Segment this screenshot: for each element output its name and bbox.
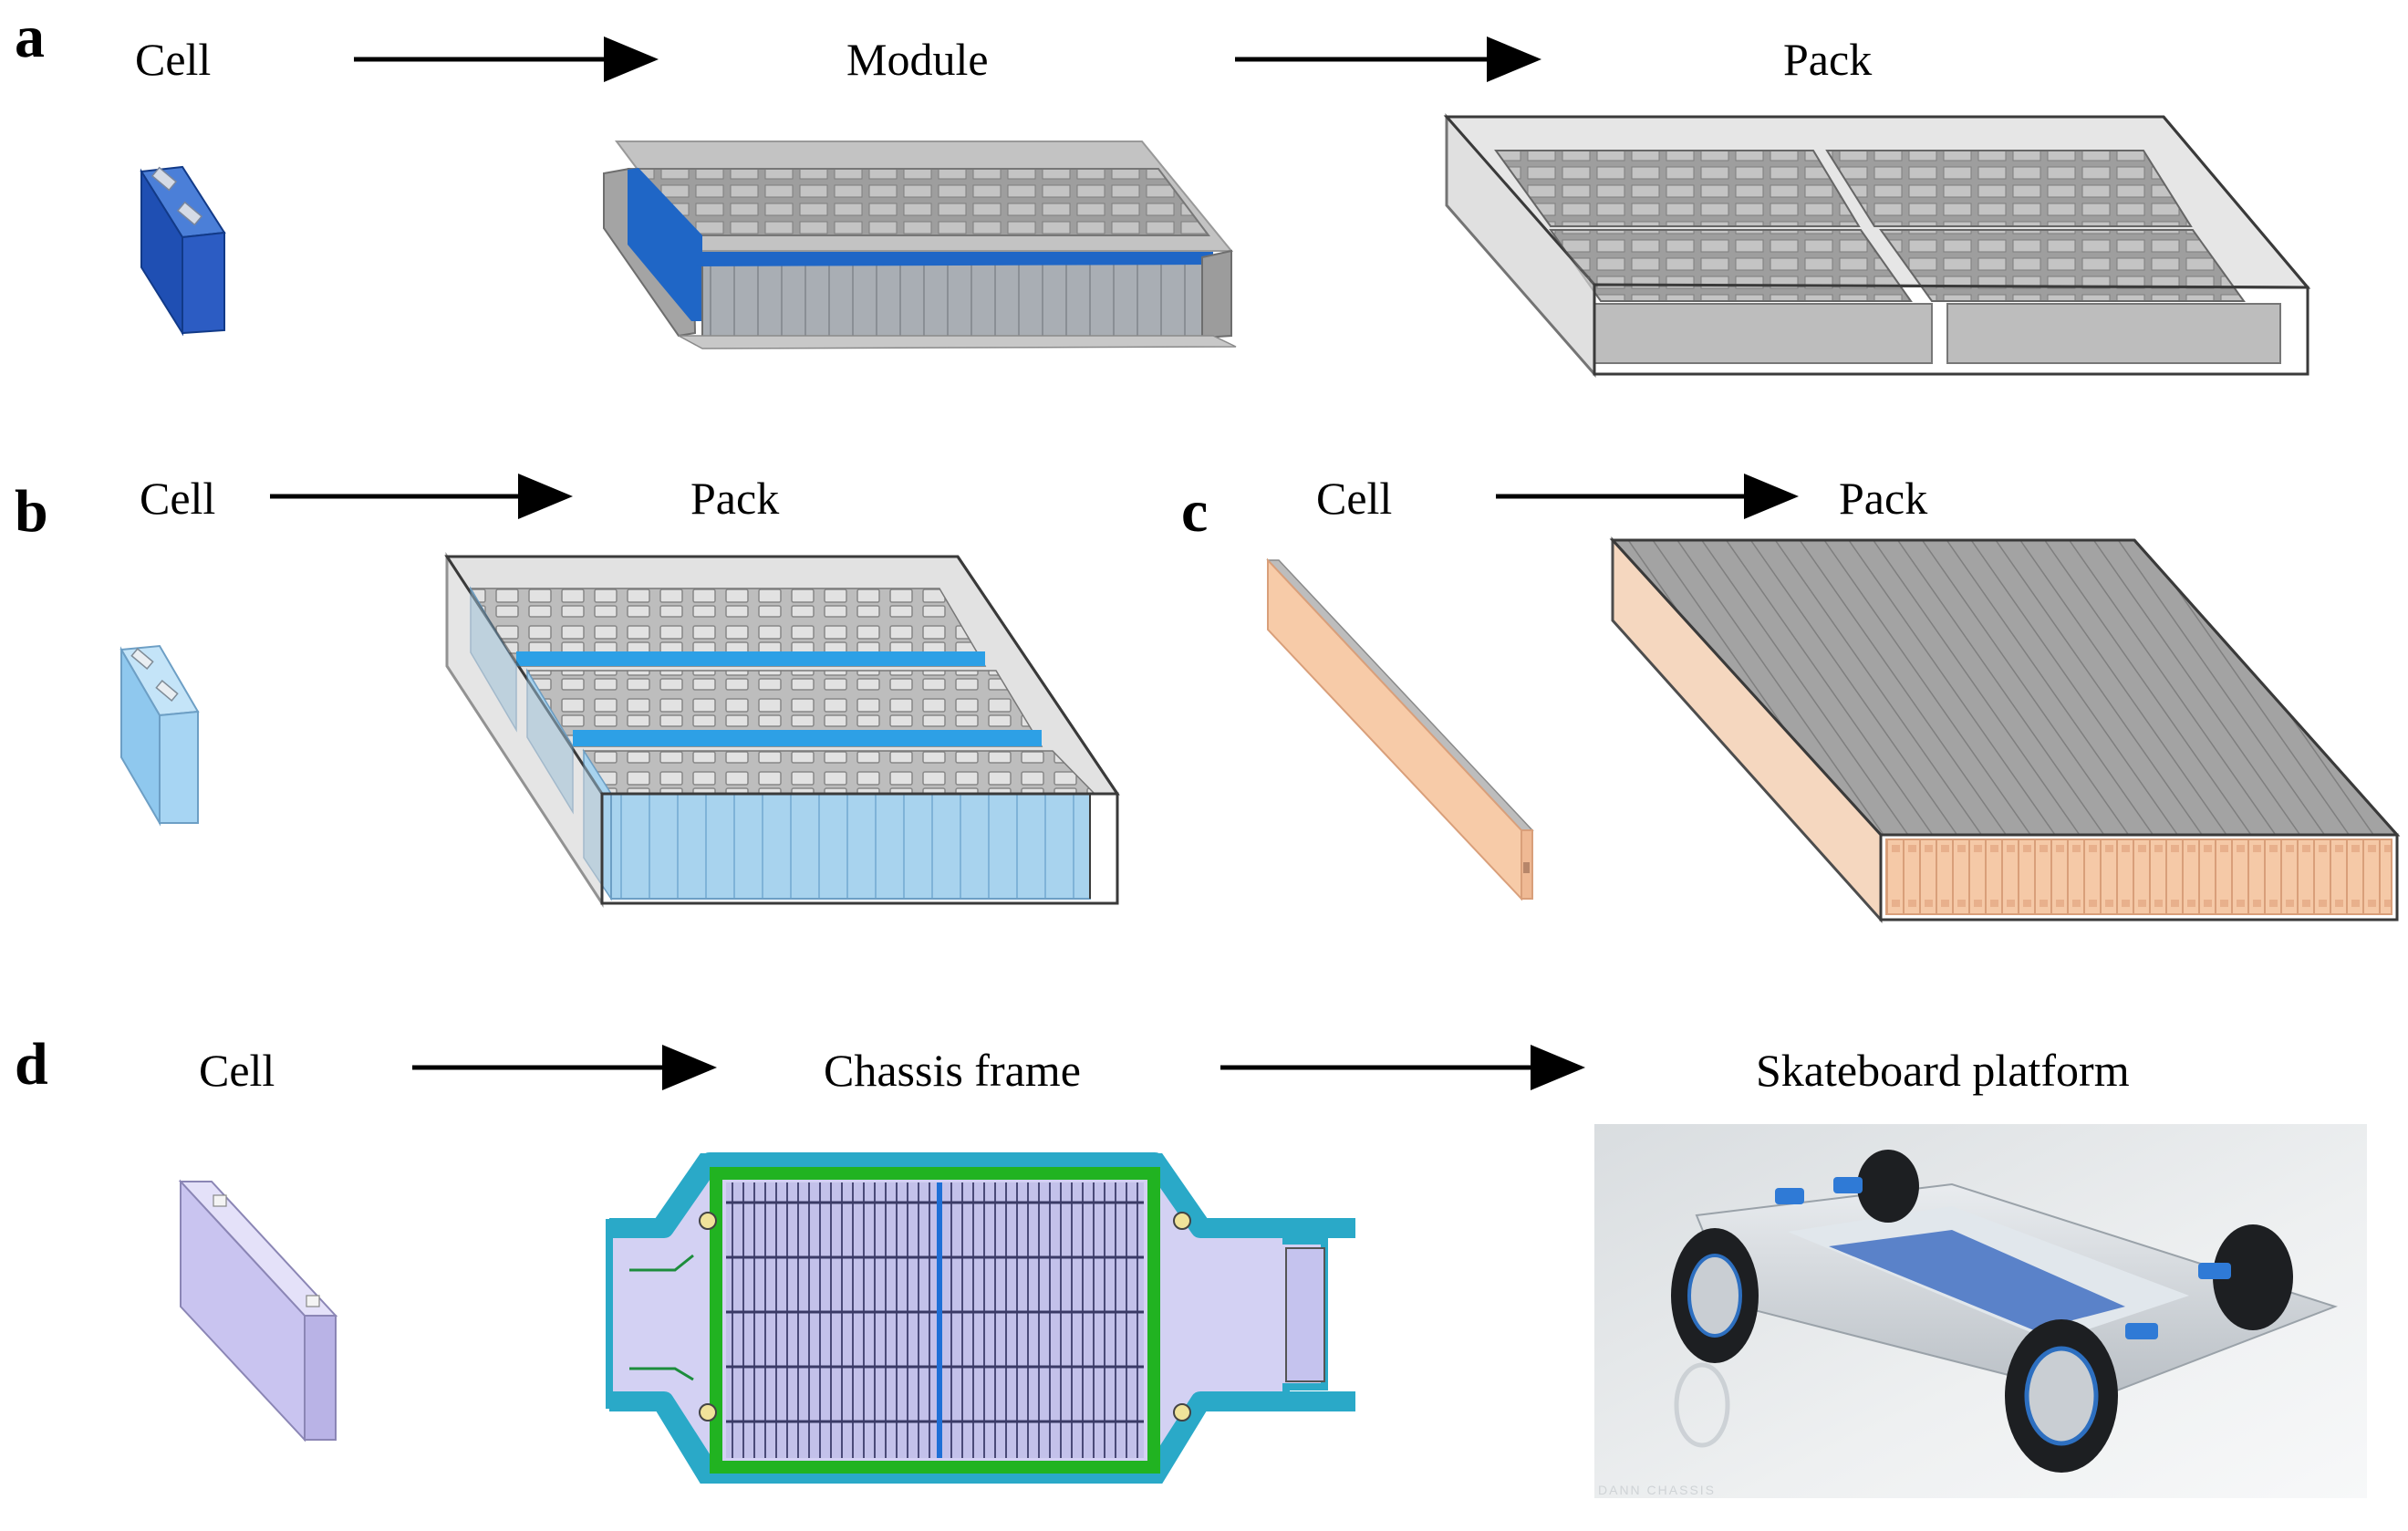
panel-a-stage3-label: Pack	[1783, 34, 1872, 85]
panel-a-module	[603, 141, 1237, 349]
panel-d-stage3-label: Skateboard platform	[1756, 1045, 2130, 1096]
panel-a-pack	[1443, 113, 2311, 378]
panel-a: a Cell Module Pack	[15, 4, 2311, 378]
panel-a-cell	[140, 165, 226, 337]
photo-watermark: DANN CHASSIS	[1598, 1483, 1716, 1497]
panel-d-cell	[178, 1179, 338, 1442]
panel-c-stage1-label: Cell	[1316, 473, 1392, 524]
panel-b: b Cell Pack	[15, 473, 1120, 909]
panel-b-cell	[119, 644, 200, 827]
panel-d-skateboard-photo: DANN CHASSIS	[1594, 1124, 2367, 1498]
panel-b-stage1-label: Cell	[140, 473, 215, 524]
panel-a-letter: a	[15, 4, 45, 70]
panel-c: c Cell Pack	[1181, 473, 2401, 923]
panel-c-pack	[1609, 536, 2401, 923]
panel-c-stage2-label: Pack	[1839, 473, 1927, 524]
panel-c-cell	[1266, 557, 1534, 901]
panel-d-stage2-label: Chassis frame	[824, 1045, 1081, 1096]
panel-d-letter: d	[15, 1031, 48, 1098]
panel-d-stage1-label: Cell	[199, 1045, 275, 1096]
panel-d: d Cell Chassis frame Skateboard platform	[15, 1031, 2367, 1498]
panel-b-letter: b	[15, 478, 48, 545]
panel-b-pack	[444, 551, 1120, 909]
panel-a-stage2-label: Module	[846, 34, 989, 85]
panel-b-stage2-label: Pack	[690, 473, 779, 524]
panel-c-letter: c	[1181, 478, 1208, 545]
panel-d-chassis-frame	[606, 1152, 1355, 1484]
panel-a-stage1-label: Cell	[135, 34, 211, 85]
